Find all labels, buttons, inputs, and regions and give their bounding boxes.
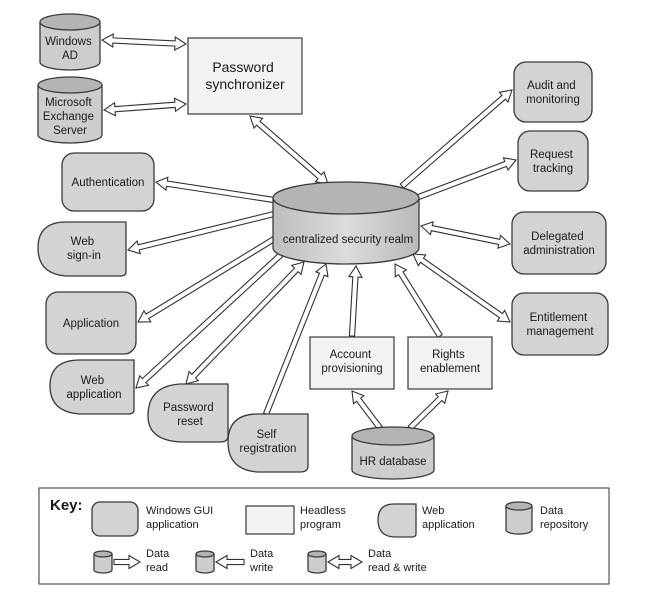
legend-data-read-icon xyxy=(93,550,113,574)
audit-monitoring-label: Audit and monitoring xyxy=(526,80,580,106)
rights-enablement-label: Rights enablement xyxy=(420,349,481,375)
arrow-realm-authentication xyxy=(154,176,276,204)
arrow-realm-request xyxy=(414,157,518,202)
self-registration-label: Self registration xyxy=(240,429,297,455)
arrow-rights-realm xyxy=(394,263,443,339)
web-signin-node: Web sign-in xyxy=(37,221,127,277)
delegated-administration-node: Delegated administration xyxy=(511,211,607,275)
rights-enablement-node: Rights enablement xyxy=(407,336,493,390)
password-reset-label: Password reset xyxy=(163,402,217,428)
password-reset-node: Password reset xyxy=(147,383,229,443)
legend-data-read-write-icon xyxy=(307,550,327,574)
legend-read-arrow-shape xyxy=(113,554,142,570)
arrow-provisioning-realm xyxy=(347,264,363,337)
application-label: Application xyxy=(63,318,119,330)
audit-monitoring-node: Audit and monitoring xyxy=(513,61,593,123)
legend-gui-icon xyxy=(91,501,139,537)
legend-write-arrow xyxy=(214,554,245,570)
password-synchronizer-label: Password synchronizer xyxy=(205,59,285,92)
legend-web-icon xyxy=(377,503,417,538)
legend-gui-label: Windows GUI application xyxy=(146,505,216,531)
request-tracking-label: Request tracking xyxy=(530,149,576,175)
application-node: Application xyxy=(45,291,137,355)
arrow-realm-entitlement xyxy=(412,253,511,323)
legend-key: Key: Windows GUI application Headless pr… xyxy=(38,487,610,585)
legend-headless-icon xyxy=(245,505,295,535)
legend-read-arrow xyxy=(113,554,142,570)
legend-headless-label: Headless program xyxy=(300,505,349,531)
hr-database-label: HR database xyxy=(359,456,426,468)
account-provisioning-node: Account provisioning xyxy=(309,336,395,390)
legend-read-label: Data read xyxy=(146,548,172,574)
delegated-administration-label: Delegated administration xyxy=(523,231,595,257)
arrow-realm-delegated xyxy=(419,220,512,250)
legend-repository-label: Data repository xyxy=(540,505,589,531)
arrow-realm-application xyxy=(137,233,282,323)
hr-database-repository: HR database xyxy=(351,426,435,480)
account-provisioning-label: Account provisioning xyxy=(321,349,382,375)
entitlement-management-label: Entitlement management xyxy=(526,312,594,338)
arrow-realm-web-signin xyxy=(126,210,276,255)
password-synchronizer-node: Password synchronizer xyxy=(187,37,303,115)
authentication-label: Authentication xyxy=(72,177,145,189)
legend-write-arrow-shape xyxy=(214,554,245,570)
legend-data-write-icon xyxy=(195,550,215,574)
arrow-exchange-password-sync xyxy=(102,97,188,117)
request-tracking-node: Request tracking xyxy=(517,130,589,192)
entitlement-management-node: Entitlement management xyxy=(511,292,609,356)
web-signin-label: Web sign-in xyxy=(67,236,101,262)
security-realm-label: centralized security realm xyxy=(283,234,413,246)
legend-read-write-arrow xyxy=(326,554,364,570)
legend-repository-icon xyxy=(505,501,533,535)
exchange-server-repository: Microsoft Exchange Server xyxy=(37,76,103,144)
arrow-windows-ad-password-sync xyxy=(100,33,188,51)
arrow-hr-rights xyxy=(407,390,449,431)
arrow-realm-audit xyxy=(399,89,513,189)
legend-write-label: Data write xyxy=(249,548,276,574)
arrow-password-sync-realm xyxy=(249,115,329,185)
exchange-server-label: Microsoft Exchange Server xyxy=(43,97,97,137)
arrow-hr-provisioning xyxy=(351,390,383,431)
legend-web-label: Web application xyxy=(422,505,475,531)
windows-ad-repository: Windows AD xyxy=(39,13,101,71)
windows-ad-label: Windows AD xyxy=(45,36,95,62)
authentication-node: Authentication xyxy=(61,152,155,212)
legend-title: Key: xyxy=(50,497,83,514)
centralized-security-realm-repository: centralized security realm xyxy=(272,181,420,265)
legend-read-write-arrow-shape xyxy=(326,554,364,570)
web-application-label: Web application xyxy=(67,375,122,401)
self-registration-node: Self registration xyxy=(227,413,309,473)
arrow-realm-web-application xyxy=(135,247,289,389)
web-application-node: Web application xyxy=(49,359,135,415)
legend-read-write-label: Data read & write xyxy=(368,548,427,574)
connection-arrows xyxy=(100,33,518,431)
